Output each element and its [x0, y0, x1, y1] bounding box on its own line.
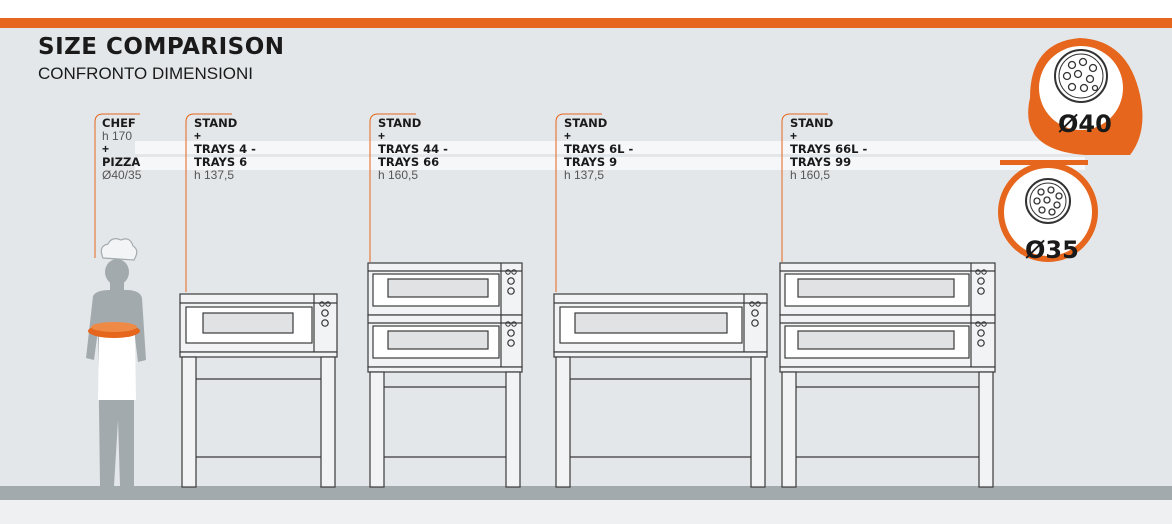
- label-band-upper: [135, 141, 1085, 154]
- oven-2: [367, 262, 523, 488]
- oven-3-stand: STAND: [564, 116, 608, 130]
- oven-3-trays-b: TRAYS 9: [564, 155, 618, 169]
- pizza-35-badge: [998, 160, 1098, 262]
- oven-1: [179, 293, 338, 488]
- chef-height: h 170: [102, 129, 133, 143]
- oven-4-trays-b: TRAYS 99: [790, 155, 852, 169]
- oven-2-trays-a: TRAYS 44 -: [378, 142, 448, 156]
- label-oven-1: STAND + TRAYS 4 - TRAYS 6 h 137,5: [194, 117, 256, 182]
- leader-lines: [94, 113, 828, 292]
- oven-1-trays-a: TRAYS 4 -: [194, 142, 256, 156]
- oven-4-stand: STAND: [790, 116, 834, 130]
- oven-4-height: h 160,5: [790, 168, 831, 182]
- label-oven-4: STAND + TRAYS 66L - TRAYS 99 h 160,5: [790, 117, 867, 182]
- oven-2-stand: STAND: [378, 116, 422, 130]
- pizza-title: PIZZA: [102, 155, 141, 169]
- oven-1-stand: STAND: [194, 116, 238, 130]
- oven-3-height: h 137,5: [564, 168, 605, 182]
- label-chef: CHEF h 170 + PIZZA Ø40/35: [102, 117, 141, 182]
- chef-plus: +: [102, 142, 110, 156]
- oven-1-height: h 137,5: [194, 168, 235, 182]
- pizza-40-badge: [1028, 38, 1143, 155]
- oven-2-trays-b: TRAYS 66: [378, 155, 440, 169]
- chef-figure: [86, 238, 146, 486]
- leader-chef: [94, 113, 140, 258]
- oven-4: [779, 262, 996, 488]
- oven-2-height: h 160,5: [378, 168, 419, 182]
- oven-3: [553, 293, 768, 488]
- label-band-lower: [135, 157, 1085, 170]
- top-strip: [0, 0, 1172, 18]
- pizza-diameter: Ø40/35: [102, 168, 142, 182]
- badge-40-label: Ø40: [1058, 110, 1112, 138]
- orange-header-bar: [0, 18, 1172, 28]
- floor-base: [0, 500, 1172, 524]
- oven-3-plus: +: [564, 129, 572, 143]
- page-title: SIZE COMPARISON: [38, 34, 285, 60]
- oven-4-plus: +: [790, 129, 798, 143]
- label-oven-2: STAND + TRAYS 44 - TRAYS 66 h 160,5: [378, 117, 448, 182]
- page-subtitle: CONFRONTO DIMENSIONI: [38, 64, 254, 83]
- badge-35-label: Ø35: [1025, 236, 1079, 264]
- oven-3-trays-a: TRAYS 6L -: [564, 142, 634, 156]
- oven-2-plus: +: [378, 129, 386, 143]
- oven-4-trays-a: TRAYS 66L -: [790, 142, 868, 156]
- chef-title: CHEF: [102, 116, 136, 130]
- label-oven-3: STAND + TRAYS 6L - TRAYS 9 h 137,5: [564, 117, 633, 182]
- oven-1-trays-b: TRAYS 6: [194, 155, 248, 169]
- oven-1-plus: +: [194, 129, 202, 143]
